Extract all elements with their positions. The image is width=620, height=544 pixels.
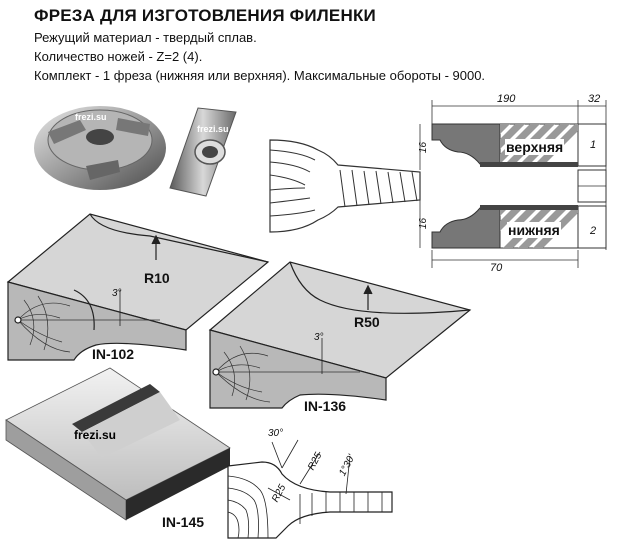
dim-190: 190 xyxy=(497,93,516,105)
spec-knives: Количество ножей - Z=2 (4). xyxy=(34,49,203,64)
cutter-photo-round xyxy=(34,106,166,190)
upper-cutter-index: 1 xyxy=(590,139,597,151)
in-145-render xyxy=(5,367,231,521)
in-102-radius: R10 xyxy=(144,270,170,286)
cutter-photo-narrow xyxy=(169,107,237,197)
in-145-watermark: frezi.su xyxy=(74,428,117,442)
upper-cutter-label: верхняя xyxy=(505,139,565,155)
lower-cutter-index: 2 xyxy=(590,225,597,237)
profile-in-102 xyxy=(6,213,270,361)
in-145-angle-30: 30° xyxy=(268,428,284,439)
photo-watermark-1: frezi.su xyxy=(75,112,107,122)
in-145-profile-drawing xyxy=(227,439,393,539)
lower-cutter-label: нижняя xyxy=(507,222,561,238)
page-title: ФРЕЗА ДЛЯ ИЗГОТОВЛЕНИЯ ФИЛЕНКИ xyxy=(34,6,376,25)
in-136-angle: 3° xyxy=(314,332,324,343)
in-102-angle: 3° xyxy=(112,288,122,299)
in-136-radius: R50 xyxy=(354,314,380,330)
panel-cross-section xyxy=(269,139,421,233)
in-136-code: IN-136 xyxy=(304,398,347,414)
spec-material: Режущий материал - твердый сплав. xyxy=(34,30,257,45)
dim-70: 70 xyxy=(490,262,503,274)
dim-32: 32 xyxy=(588,93,601,105)
profile-in-136 xyxy=(208,261,472,409)
photo-watermark-2: frezi.su xyxy=(197,124,229,134)
in-145-code: IN-145 xyxy=(162,514,205,530)
spec-kit: Комплект - 1 фреза (нижняя или верхняя).… xyxy=(34,68,486,83)
in-102-code: IN-102 xyxy=(92,346,135,362)
